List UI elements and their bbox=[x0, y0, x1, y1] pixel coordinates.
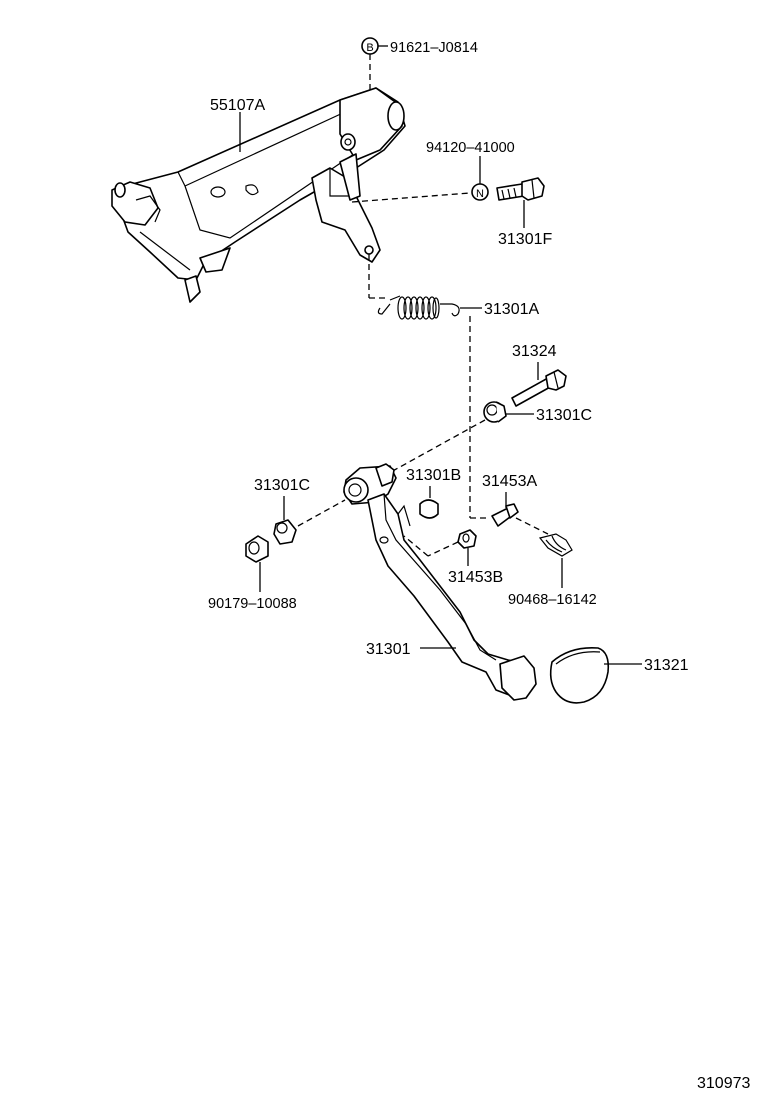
spring-31301a[interactable] bbox=[377, 295, 460, 320]
bolt-31324[interactable] bbox=[511, 369, 567, 407]
dash-nut-to-bracket bbox=[351, 192, 471, 203]
pedal-arm-31301[interactable] bbox=[343, 463, 537, 701]
svg-text:B: B bbox=[366, 42, 373, 54]
bolt-marker-b[interactable]: B bbox=[361, 37, 379, 55]
bushing-31301c-left[interactable] bbox=[273, 519, 297, 545]
figure-number: 310973 bbox=[697, 1075, 750, 1092]
label-31301[interactable]: 31301 bbox=[366, 641, 411, 658]
pin-31453a[interactable] bbox=[491, 503, 519, 527]
label-90179-10088[interactable]: 90179–10088 bbox=[208, 596, 297, 612]
label-31301c-right[interactable]: 31301C bbox=[536, 407, 592, 424]
nut-90179-10088[interactable] bbox=[245, 535, 269, 563]
clip-90468-16142[interactable] bbox=[538, 533, 573, 557]
nut-31453b[interactable] bbox=[457, 529, 477, 549]
nut-marker-n[interactable]: N bbox=[471, 183, 489, 201]
dash-nut-to-pedal bbox=[427, 541, 459, 557]
label-94120-41000[interactable]: 94120–41000 bbox=[426, 140, 515, 156]
label-31301f[interactable]: 31301F bbox=[498, 231, 552, 248]
label-31301b[interactable]: 31301B bbox=[406, 467, 461, 484]
stopper-31301b[interactable] bbox=[419, 499, 439, 519]
svg-text:N: N bbox=[476, 188, 484, 200]
label-31301c-left[interactable]: 31301C bbox=[254, 477, 310, 494]
bracket-55107a[interactable] bbox=[111, 87, 406, 303]
pedal-pad-31321[interactable] bbox=[549, 646, 610, 704]
label-31301a[interactable]: 31301A bbox=[484, 301, 539, 318]
dash-left-bushing-to-pedal bbox=[297, 499, 346, 527]
dash-pin-to-clip bbox=[515, 517, 549, 535]
label-91621-j0814[interactable]: 91621–J0814 bbox=[390, 40, 478, 56]
label-31453b[interactable]: 31453B bbox=[448, 569, 503, 586]
label-31324[interactable]: 31324 bbox=[512, 343, 557, 360]
dash-nut-to-pedal-2 bbox=[403, 535, 429, 557]
bushing-31301c-right[interactable] bbox=[483, 401, 507, 423]
label-31453a[interactable]: 31453A bbox=[482, 473, 537, 490]
bolt-31301f[interactable] bbox=[496, 177, 545, 201]
label-31321[interactable]: 31321 bbox=[644, 657, 689, 674]
label-55107a[interactable]: 55107A bbox=[210, 97, 265, 114]
label-90468-16142[interactable]: 90468–16142 bbox=[508, 592, 597, 608]
